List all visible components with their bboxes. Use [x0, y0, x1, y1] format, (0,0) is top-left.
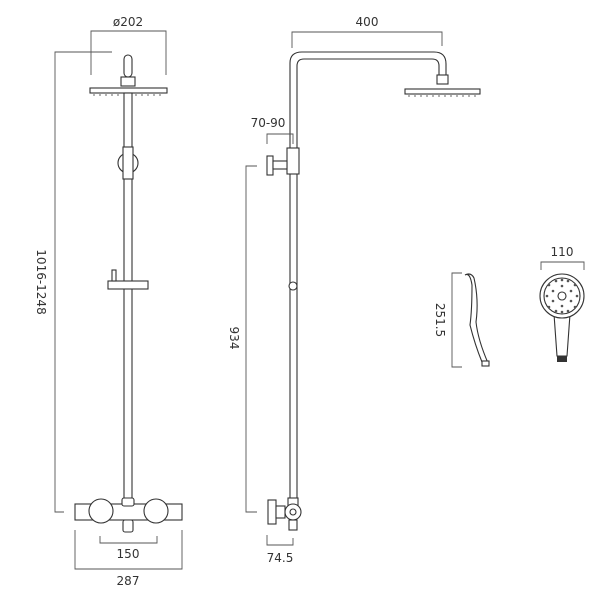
wall-bracket-arm	[272, 160, 288, 170]
holder-lever	[111, 269, 117, 282]
side-head-swivel	[436, 74, 449, 85]
handset-side-view: 251.5	[433, 272, 490, 368]
centres-dimension-line	[99, 536, 158, 544]
width-dimension-line	[74, 530, 183, 570]
riser-bracket	[286, 147, 300, 175]
handset-holder	[107, 280, 149, 290]
valve-connector	[275, 505, 286, 519]
front-view: ø202 1016-1248 150 287	[34, 15, 183, 588]
outlet-offset-label: 70-90	[251, 116, 286, 130]
head-connector	[123, 54, 133, 78]
handset-length-label: 251.5	[433, 303, 447, 337]
handset-connector	[557, 356, 567, 362]
valve-wall-flange	[267, 499, 277, 525]
side-view: 400 70-90 934 74.5	[227, 15, 481, 565]
temperature-control-knob	[88, 498, 114, 524]
handset-head	[539, 273, 585, 319]
handset-centre	[557, 291, 567, 301]
handset-length-dimension-line	[451, 272, 462, 368]
valve-side-knob-centre	[289, 508, 297, 516]
shower-arm-outer	[289, 51, 447, 505]
side-holder	[288, 281, 298, 291]
side-head-nozzles	[408, 95, 476, 97]
centres-label: 150	[117, 547, 140, 561]
handset-front-view: 110	[539, 245, 585, 362]
projection-label: 400	[356, 15, 379, 29]
wall-bracket-flange	[266, 155, 274, 176]
projection-dimension-line	[291, 31, 443, 48]
handset-spray-holes	[545, 278, 579, 314]
handset-width-label: 110	[551, 245, 574, 259]
valve-side-knob	[284, 503, 302, 521]
depth-label: 74.5	[267, 551, 294, 565]
side-shower-head	[404, 88, 481, 95]
valve-outlet-bottom	[122, 519, 134, 533]
handset-handle	[553, 313, 571, 357]
outlet-height-label: 934	[227, 327, 241, 350]
width-label: 287	[117, 574, 140, 588]
head-swivel	[120, 76, 136, 87]
handset-profile	[464, 273, 489, 364]
handset-side-connector	[481, 360, 490, 367]
flow-control-knob	[143, 498, 169, 524]
head-diameter-label: ø202	[113, 15, 143, 29]
height-range-label: 1016-1248	[34, 249, 48, 314]
shower-arm-inner	[296, 58, 440, 505]
riser-sleeve	[122, 146, 134, 180]
outlet-height-dimension-line	[245, 165, 257, 513]
depth-dimension-line	[266, 535, 294, 546]
head-diameter-dimension-line	[90, 30, 167, 75]
handset-face-ring	[543, 277, 581, 315]
outlet-offset-dimension-line	[266, 133, 294, 144]
height-dimension-line	[54, 51, 112, 513]
valve-outlet-top	[121, 497, 135, 507]
front-shower-head	[89, 87, 168, 94]
handset-width-dimension-line	[540, 261, 585, 270]
valve-bottom-outlet	[288, 519, 298, 531]
